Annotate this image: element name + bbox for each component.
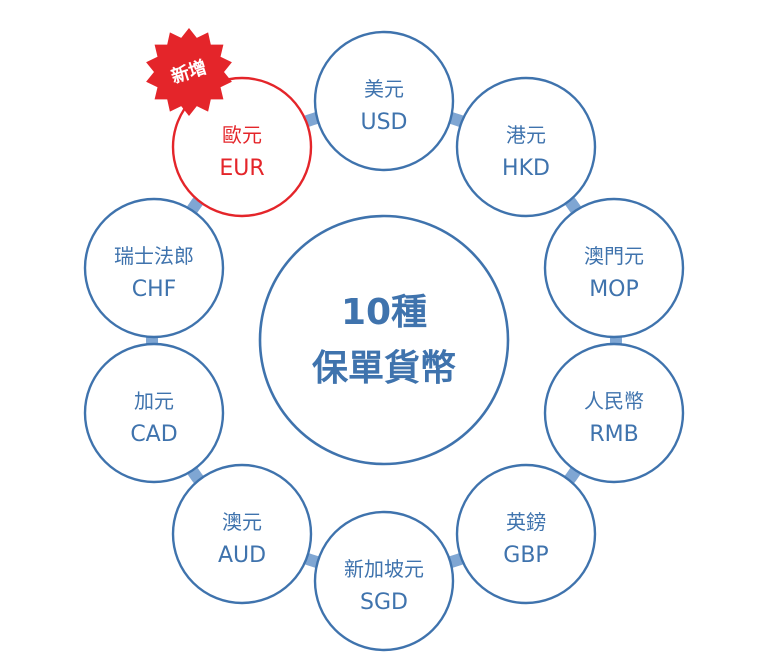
currency-circle	[455, 463, 597, 605]
currency-code: CAD	[130, 422, 177, 447]
currency-name: 瑞士法郎	[114, 244, 194, 268]
currency-node-hkd: 港元 HKD	[455, 76, 597, 218]
currency-code: HKD	[502, 156, 550, 181]
currency-code: AUD	[218, 543, 266, 568]
currency-circle	[543, 197, 685, 339]
center-node: 10種 保單貨幣	[258, 214, 510, 466]
currency-node-chf: 瑞士法郎 CHF	[83, 197, 225, 339]
currency-code: GBP	[503, 543, 548, 568]
currency-circle	[171, 76, 313, 218]
currency-name: 澳門元	[584, 244, 644, 268]
starburst-badge-icon	[146, 28, 232, 116]
currency-circle	[543, 342, 685, 484]
currency-node-rmb: 人民幣 RMB	[543, 342, 685, 484]
center-circle	[258, 214, 510, 466]
currency-code: USD	[360, 110, 407, 135]
currency-code: SGD	[360, 590, 408, 615]
currency-node-cad: 加元 CAD	[83, 342, 225, 484]
currency-code: RMB	[589, 422, 638, 447]
currency-nodes: 美元 USD 港元 HKD 澳門元 MOP 人民幣 RMB 英鎊 GBP 新加坡元 SGD 澳元 AUD 加…	[83, 30, 685, 652]
center-title-line1: 10種	[341, 292, 427, 333]
currency-name: 加元	[134, 389, 174, 413]
currency-code: CHF	[132, 277, 177, 302]
currency-name: 澳元	[222, 510, 262, 534]
new-badge: 新增	[146, 28, 232, 116]
currency-name: 港元	[506, 123, 546, 147]
currency-name: 英鎊	[506, 510, 546, 534]
currency-name: 美元	[364, 77, 404, 101]
currency-node-gbp: 英鎊 GBP	[455, 463, 597, 605]
currency-circle	[313, 510, 455, 652]
currency-name: 人民幣	[584, 389, 644, 413]
currency-node-mop: 澳門元 MOP	[543, 197, 685, 339]
currency-node-usd: 美元 USD	[313, 30, 455, 172]
currency-circle	[171, 463, 313, 605]
currency-name: 歐元	[222, 123, 262, 147]
currency-name: 新加坡元	[344, 557, 424, 581]
currency-circle	[83, 197, 225, 339]
currency-node-eur: 歐元 EUR	[171, 76, 313, 218]
currency-code: MOP	[589, 277, 639, 302]
currency-code: EUR	[219, 156, 264, 181]
currency-circle	[83, 342, 225, 484]
currency-node-aud: 澳元 AUD	[171, 463, 313, 605]
center-title-line2: 保單貨幣	[312, 348, 456, 389]
currency-node-sgd: 新加坡元 SGD	[313, 510, 455, 652]
currency-circle	[455, 76, 597, 218]
currency-circle	[313, 30, 455, 172]
